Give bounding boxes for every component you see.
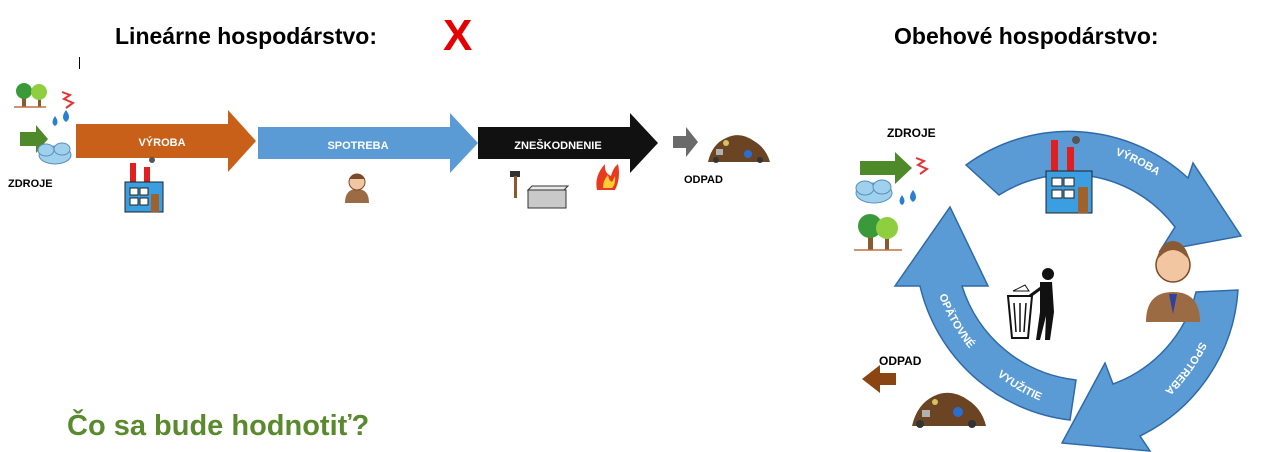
text-cursor: [79, 57, 80, 69]
disposal-stage-label: ZNEŠKODNENIE: [514, 139, 601, 152]
reuse-arc-arrow: [893, 205, 1077, 421]
factory-icon: [1045, 136, 1093, 214]
consumption-stage-label: SPOTREBA: [327, 140, 388, 152]
production-arc-arrow: [964, 130, 1243, 253]
fire-icon: [596, 164, 619, 190]
cloud-icon: [37, 142, 72, 165]
question-heading: Čo sa bude hodnotiť?: [67, 410, 370, 442]
resources-arrow: [860, 152, 912, 184]
production-stage-label: VÝROBA: [138, 136, 185, 149]
recycling-bin-icon: [1006, 268, 1054, 340]
cross-mark: X: [443, 11, 473, 60]
anvil-icon: [526, 185, 570, 209]
waste-pile-icon: [708, 135, 770, 163]
waste-arrow: [862, 365, 896, 393]
factory-icon: [124, 157, 164, 213]
linear-flow-diagram: VÝROBA SPOTREBA ZNEŠKODNENIE: [14, 83, 770, 213]
hammer-icon: [510, 171, 520, 198]
disposal-stage-arrow: [478, 113, 658, 173]
tree-icon: [14, 83, 47, 108]
tree-icon: [854, 214, 902, 251]
lightning-icon: [61, 91, 76, 109]
person-icon: [345, 173, 369, 203]
circular-resources-label: ZDROJE: [887, 126, 936, 140]
water-drop-icon: [899, 190, 916, 205]
water-drop-icon: [52, 110, 69, 126]
lightning-icon: [915, 157, 930, 175]
cloud-icon: [855, 179, 893, 204]
circular-waste-label: ODPAD: [879, 354, 922, 368]
circular-economy-title: Obehové hospodárstvo:: [894, 23, 1159, 49]
consumption-arc-arrow: [1060, 289, 1239, 452]
linear-economy-title: Lineárne hospodárstvo:: [115, 23, 377, 49]
circular-flow-diagram: VÝROBA SPOTREBA OPÄTOVNÉ VYUŽITIE: [854, 130, 1243, 452]
to-waste-arrow: [673, 127, 698, 157]
waste-pile-icon: [912, 392, 986, 428]
person-icon: [1146, 241, 1200, 322]
production-stage-arrow: [76, 110, 256, 172]
consumption-stage-arrow: [258, 113, 478, 173]
linear-waste-label: ODPAD: [684, 174, 723, 186]
linear-resources-label: ZDROJE: [8, 178, 53, 190]
